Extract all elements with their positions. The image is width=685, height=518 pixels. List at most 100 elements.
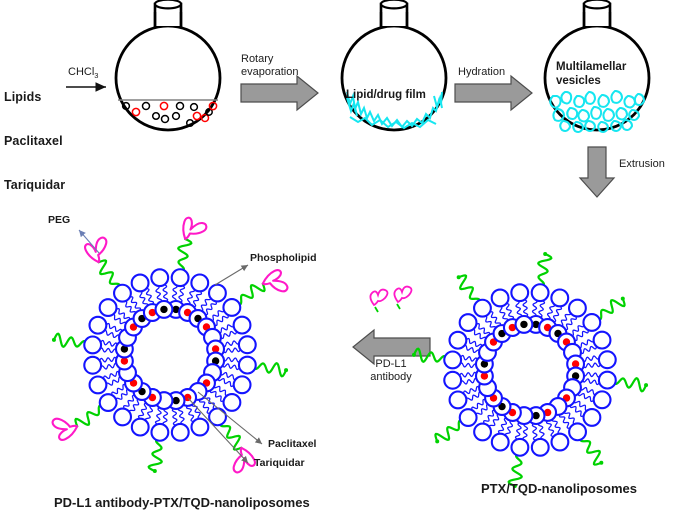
lipid-head xyxy=(510,283,530,303)
lipid-head xyxy=(550,432,570,452)
peg-chains xyxy=(411,251,649,489)
lipid-head xyxy=(582,313,602,332)
lipid-head xyxy=(150,268,170,288)
tariquidar-dot xyxy=(532,411,540,420)
phospholipid-leader-arrow xyxy=(214,264,249,286)
lipid-head xyxy=(473,422,493,442)
lipid-tails xyxy=(459,299,601,441)
tariquidar-dot xyxy=(498,329,506,338)
inner-lipid-heads xyxy=(474,314,586,426)
paclitaxel-dot xyxy=(480,372,489,380)
lipid-head xyxy=(237,355,257,375)
paclitaxel-dot xyxy=(562,338,571,346)
tariquidar-dot xyxy=(532,320,540,329)
tariquidar-dot xyxy=(120,345,129,353)
lipid-head xyxy=(568,422,587,442)
lipid-head xyxy=(490,432,510,452)
pdl1-antibody xyxy=(51,417,79,441)
paclitaxel-dot xyxy=(120,357,129,365)
lipid-head xyxy=(207,283,227,303)
lipid-head xyxy=(448,390,468,410)
arrow-hydration xyxy=(454,74,533,112)
lipid-head xyxy=(88,375,108,395)
lipid-film-trace xyxy=(346,91,443,129)
paclitaxel-leader-arrow xyxy=(197,391,263,445)
step-rotary-evaporation-label: Rotary evaporation xyxy=(241,53,299,78)
inner-lipid-heads xyxy=(114,299,226,411)
solute-particles xyxy=(121,101,218,128)
pdl1-antibody xyxy=(182,216,208,240)
lipid-head xyxy=(130,273,150,293)
lipid-head xyxy=(473,298,492,318)
tariquidar-dot xyxy=(520,320,528,329)
paclitaxel-dot xyxy=(571,360,580,368)
lipid-head xyxy=(222,298,242,317)
outer-lipid-heads xyxy=(83,268,257,442)
lipid-head xyxy=(458,408,478,427)
lipid-head xyxy=(237,335,257,355)
arrow-rotary-evaporation xyxy=(240,74,319,112)
lipid-head xyxy=(98,393,118,412)
lipid-head xyxy=(190,417,210,437)
lipid-head xyxy=(592,330,612,350)
liposome-ptx-tqd xyxy=(411,251,649,489)
lipid-head xyxy=(170,268,190,288)
lipid-head xyxy=(98,298,118,318)
lipid-head xyxy=(530,283,550,303)
lipid-head xyxy=(582,407,602,427)
pdl1-antibody xyxy=(232,446,256,474)
solvent-subscript: 3 xyxy=(94,71,99,81)
tariquidar-dot xyxy=(160,305,168,314)
reagent-lipids: Lipids xyxy=(4,89,42,104)
lipid-head xyxy=(208,407,227,427)
lipid-head xyxy=(170,422,190,442)
lipid-head xyxy=(592,390,612,410)
lipid-head xyxy=(510,437,530,457)
caption-right: PTX/TQD-nanoliposomes xyxy=(481,481,638,496)
paclitaxel-dot xyxy=(211,345,220,353)
paclitaxel-dot xyxy=(202,323,211,331)
tariquidar-leader-arrow xyxy=(187,397,249,464)
lipid-head xyxy=(567,298,587,318)
tariquidar-dot xyxy=(172,305,180,314)
caption-left: PD-L1 antibody-PTX/TQD-nanoliposomes xyxy=(54,495,310,510)
annotation-tariquidar: Tariquidar xyxy=(254,457,305,469)
annotation-peg: PEG xyxy=(48,214,71,226)
pdl1-antibody xyxy=(84,236,108,264)
annotation-phospholipid: Phospholipid xyxy=(250,252,317,264)
lipid-head xyxy=(232,375,252,395)
lipid-head xyxy=(83,355,103,375)
lipid-head xyxy=(83,335,103,355)
tariquidar-dot xyxy=(480,360,489,368)
arrow-extrusion xyxy=(578,146,616,198)
lipid-head xyxy=(232,315,252,335)
paclitaxel-dot xyxy=(489,394,498,402)
lipid-head xyxy=(130,417,150,437)
flask-mlv xyxy=(543,0,651,133)
flask-solution xyxy=(114,0,222,132)
paclitaxel-dot xyxy=(148,308,157,317)
lipid-head xyxy=(150,422,170,442)
lipid-head xyxy=(113,283,132,303)
liposome-pdl1-ptx-tqd xyxy=(51,216,289,474)
lipid-head xyxy=(113,407,133,427)
lipid-head xyxy=(530,437,550,457)
paclitaxel-dot xyxy=(183,308,192,317)
mlv-blobs xyxy=(549,90,646,133)
paclitaxel-dot xyxy=(508,408,517,417)
lipid-head xyxy=(190,273,210,293)
paclitaxel-dot xyxy=(148,393,157,402)
flask-mlv-label: Multilamellar vesicles xyxy=(556,61,627,87)
paclitaxel-dot xyxy=(543,323,552,332)
reagent-paclitaxel: Paclitaxel xyxy=(4,133,63,148)
lipid-head xyxy=(88,315,108,335)
lipid-head xyxy=(448,330,468,350)
annotation-paclitaxel: Paclitaxel xyxy=(268,438,317,450)
step-pdl1-antibody-label: PD-L1 antibody xyxy=(370,358,412,383)
step-hydration-label: Hydration xyxy=(458,66,506,78)
reagent-tariquidar: Tariquidar xyxy=(4,178,66,192)
peg-chains xyxy=(51,237,289,474)
flask-film xyxy=(340,0,448,132)
solvent-label: CHCl3 xyxy=(68,66,99,81)
